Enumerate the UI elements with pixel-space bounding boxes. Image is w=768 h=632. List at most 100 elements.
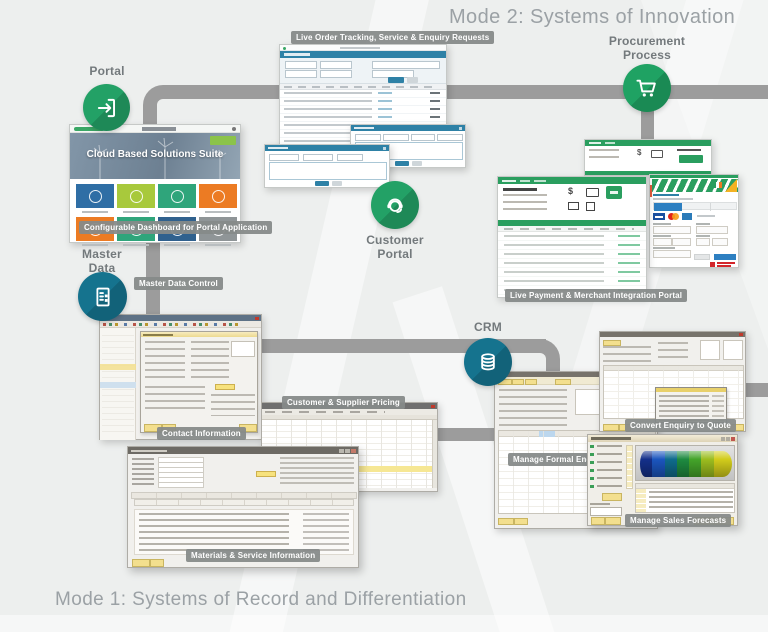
top-strip (650, 175, 738, 178)
field-label (653, 247, 675, 249)
ok-button (591, 517, 605, 525)
field-label (132, 463, 154, 465)
caption-contact-information: Contact Information (157, 427, 246, 440)
tile-icon (212, 190, 225, 203)
maximize-icon (726, 436, 730, 441)
title-text (591, 437, 631, 440)
pay-button (714, 254, 736, 260)
period-strip (626, 445, 633, 489)
section-title (284, 53, 310, 56)
window-checkout (649, 174, 739, 268)
visa-logo (653, 213, 665, 220)
titlebar (128, 447, 358, 454)
field-label (696, 223, 710, 225)
headset-icon (387, 198, 403, 213)
dropdown-label (590, 503, 610, 505)
column-labels (504, 228, 634, 230)
title-text (143, 333, 173, 336)
table-values (649, 491, 733, 511)
banco-popular-logo (710, 262, 736, 267)
procurement-label: Procurement Process (608, 34, 686, 62)
app-tile (199, 184, 237, 208)
secure-icon (283, 46, 286, 50)
section-bar (498, 220, 646, 226)
caption-master-data-control: Master Data Control (134, 277, 223, 290)
crm-label: CRM (474, 320, 502, 334)
field-label (132, 468, 154, 470)
funnel-segment (713, 451, 732, 477)
notes-textarea (269, 162, 387, 180)
caption-convert-enquiry: Convert Enquiry to Quote (625, 419, 736, 432)
highlight-field (215, 384, 235, 390)
history-header (498, 226, 646, 232)
field-label (132, 458, 154, 460)
grid-header (262, 415, 437, 420)
checkbox-column (280, 457, 354, 487)
menu-item (534, 179, 546, 182)
quote-form-fields (658, 342, 688, 360)
tile-glyph (610, 191, 618, 194)
totals-box (723, 340, 743, 360)
pay-now-button (679, 155, 703, 163)
card-number-input (653, 226, 691, 234)
ok-button (132, 559, 150, 567)
caption-materials-service: Materials & Service Information (186, 549, 321, 562)
tab-card-active (654, 203, 682, 211)
field (437, 134, 463, 141)
funnel-chart-area (635, 445, 735, 481)
section-header (280, 51, 446, 58)
minimize-icon (339, 448, 344, 453)
close-icon (255, 316, 259, 320)
window-item-master (127, 446, 359, 568)
mastercard-logo (668, 213, 675, 220)
close-icon (739, 333, 743, 336)
cancel-button (412, 161, 422, 166)
toolbar (495, 377, 657, 385)
field (411, 134, 435, 141)
table-header (280, 84, 446, 90)
cancel-button (694, 254, 710, 260)
cancel-button (514, 518, 528, 525)
field-label (653, 235, 671, 237)
tab-divider (710, 203, 711, 211)
tile-cell (117, 184, 155, 213)
yellow-titlebar (656, 388, 726, 392)
amount-input (712, 238, 728, 246)
tabs-row-2 (134, 499, 354, 506)
minimize-icon (721, 436, 725, 441)
checkbox-ticks (590, 445, 594, 491)
striped-banner (652, 179, 738, 192)
field-label (132, 473, 154, 475)
window-erp-contact (99, 314, 262, 440)
window-service-request-b (264, 144, 390, 188)
yellow-titlebar (141, 332, 257, 337)
card-icon (651, 150, 663, 158)
dollar-icon: $ (568, 186, 574, 196)
form-fields (211, 394, 255, 416)
menu-item (589, 142, 601, 144)
login-icon (97, 98, 115, 117)
portal-node (83, 84, 130, 131)
ok-button (603, 424, 619, 431)
wind-turbines-graphic (93, 137, 227, 179)
titlebar (351, 125, 465, 131)
titlebar (265, 145, 389, 151)
close-icon (351, 448, 356, 453)
close-icon (431, 404, 435, 408)
maximize-icon (345, 448, 350, 453)
tile-cell (199, 184, 237, 213)
email-input (653, 250, 691, 258)
search-button (388, 77, 404, 83)
funnel-segment (652, 451, 665, 477)
footer-bar (585, 171, 711, 175)
close-icon (383, 146, 386, 150)
toolbar (100, 321, 261, 328)
ok-button (498, 518, 514, 525)
window-cloud-suite: Cloud Based Solutions Suite (69, 124, 241, 246)
tile-label (123, 244, 149, 246)
submit-button (395, 161, 409, 166)
tile-icon (130, 190, 143, 203)
mode1-title: Mode 1: Systems of Record and Differenti… (55, 589, 467, 610)
menubar (498, 177, 646, 184)
